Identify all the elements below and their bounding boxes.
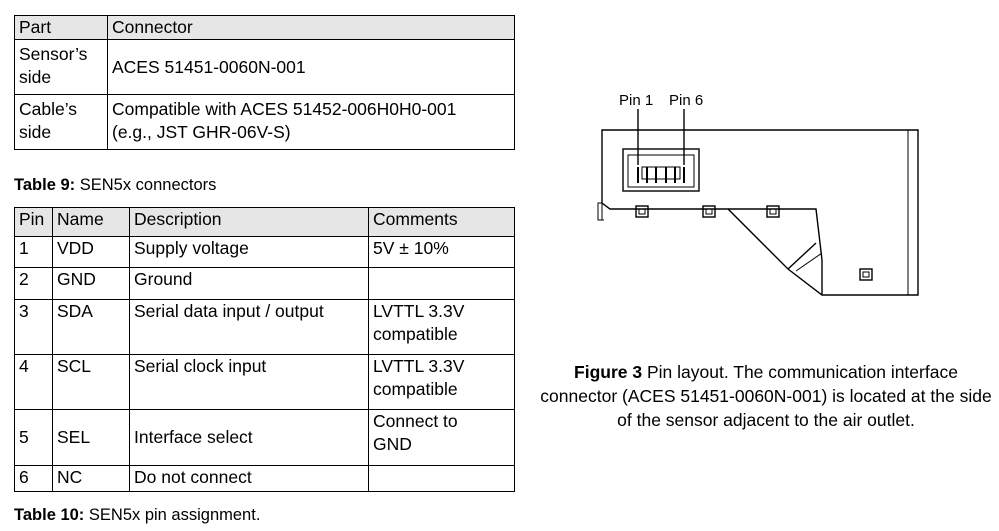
table-row: 3 SDA Serial data input / output LVTTL 3… bbox=[14, 299, 515, 355]
description-cell: Do not connect bbox=[129, 465, 369, 492]
pin-assignment-table: Pin Name Description Comments 1 VDD Supp… bbox=[14, 207, 515, 492]
table-caption: Table 10: SEN5x pin assignment. bbox=[14, 505, 260, 525]
caption-text: SEN5x pin assignment. bbox=[84, 506, 261, 524]
mount-square bbox=[702, 205, 716, 218]
connector-latch bbox=[641, 166, 681, 180]
mount-square bbox=[859, 268, 873, 281]
description-cell: Ground bbox=[129, 267, 369, 300]
connectors-table: Part Connector Sensor’s side ACES 51451-… bbox=[14, 15, 515, 150]
pin-cell: 1 bbox=[14, 236, 53, 268]
mount-square bbox=[635, 205, 649, 218]
mount-square bbox=[766, 205, 780, 218]
header-cell: Comments bbox=[368, 207, 515, 237]
header-cell: Description bbox=[129, 207, 369, 237]
table-header-row: Pin Name Description Comments bbox=[14, 207, 515, 237]
name-cell: SCL bbox=[52, 354, 130, 410]
pin1-label: Pin 1 bbox=[619, 92, 653, 109]
caption-text: Pin layout. The communication interface … bbox=[540, 362, 992, 430]
table-row: 1 VDD Supply voltage 5V ± 10% bbox=[14, 236, 515, 268]
pin-cell: 5 bbox=[14, 409, 53, 466]
mount-square-inner bbox=[705, 208, 713, 215]
caption-label: Table 9: bbox=[14, 176, 76, 194]
pin-cell: 2 bbox=[14, 267, 53, 300]
table-row: 2 GND Ground bbox=[14, 267, 515, 300]
pin-cell: 6 bbox=[14, 465, 53, 492]
outlet-wedge-line bbox=[795, 252, 823, 272]
description-cell: Serial clock input bbox=[129, 354, 369, 410]
name-cell: NC bbox=[52, 465, 130, 492]
description-cell: Interface select bbox=[129, 409, 369, 466]
comments-cell: Connect to GND bbox=[368, 409, 515, 466]
table-row: Sensor’s side ACES 51451-0060N-001 bbox=[14, 39, 515, 95]
comments-cell bbox=[368, 465, 515, 492]
left-tab bbox=[597, 202, 604, 221]
table-row: 4 SCL Serial clock input LVTTL 3.3V comp… bbox=[14, 354, 515, 410]
name-cell: SDA bbox=[52, 299, 130, 355]
pin6-label: Pin 6 bbox=[669, 92, 703, 109]
caption-label: Figure 3 bbox=[574, 362, 643, 382]
comments-cell: 5V ± 10% bbox=[368, 236, 515, 268]
name-cell: GND bbox=[52, 267, 130, 300]
description-cell: Supply voltage bbox=[129, 236, 369, 268]
pin-cell: 3 bbox=[14, 299, 53, 355]
part-cell: Sensor’s side bbox=[14, 39, 108, 95]
pin-cell: 4 bbox=[14, 354, 53, 410]
connector-cell: Compatible with ACES 51452-006H0H0-001 (… bbox=[107, 94, 515, 150]
header-cell: Name bbox=[52, 207, 130, 237]
name-cell: SEL bbox=[52, 409, 130, 466]
comments-cell: LVTTL 3.3V compatible bbox=[368, 299, 515, 355]
sensor-pin-layout-drawing: Pin 1 Pin 6 bbox=[597, 92, 919, 296]
header-cell: Part bbox=[14, 15, 108, 40]
figure-caption: Figure 3 Pin layout. The communication i… bbox=[540, 360, 992, 432]
comments-cell: LVTTL 3.3V compatible bbox=[368, 354, 515, 410]
table-row: 6 NC Do not connect bbox=[14, 465, 515, 492]
connector-cell: ACES 51451-0060N-001 bbox=[107, 39, 515, 95]
connector-pins bbox=[637, 167, 685, 183]
caption-label: Table 10: bbox=[14, 506, 85, 524]
outlet-wedge bbox=[728, 208, 823, 295]
part-cell: Cable’s side bbox=[14, 94, 108, 150]
table-header-row: Part Connector bbox=[14, 15, 515, 40]
mount-square-inner bbox=[862, 271, 870, 278]
mount-square-inner bbox=[769, 208, 777, 215]
comments-cell bbox=[368, 267, 515, 300]
name-cell: VDD bbox=[52, 236, 130, 268]
mount-square-inner bbox=[638, 208, 646, 215]
outlet-wedge-line bbox=[787, 242, 817, 270]
table-row: Cable’s side Compatible with ACES 51452-… bbox=[14, 94, 515, 150]
connector-inner bbox=[627, 154, 695, 188]
table-row: 5 SEL Interface select Connect to GND bbox=[14, 409, 515, 466]
caption-text: SEN5x connectors bbox=[75, 176, 217, 194]
connector-housing bbox=[622, 148, 700, 192]
description-cell: Serial data input / output bbox=[129, 299, 369, 355]
table-caption: Table 9: SEN5x connectors bbox=[14, 175, 216, 195]
header-cell: Connector bbox=[107, 15, 515, 40]
header-cell: Pin bbox=[14, 207, 53, 237]
